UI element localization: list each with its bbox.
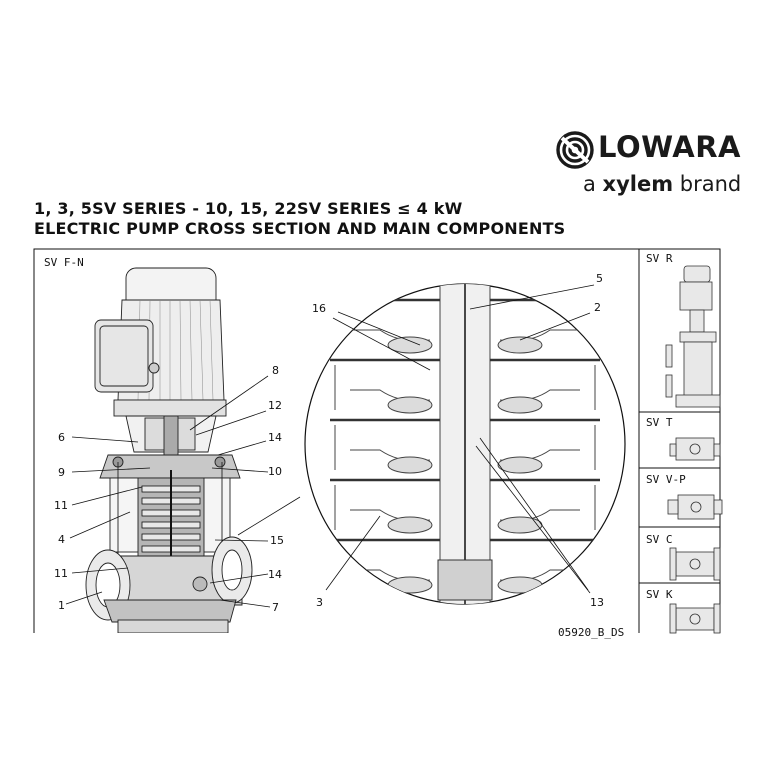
- brand-tagline: a xylem brand: [583, 172, 741, 196]
- callout-10: 10: [268, 465, 282, 478]
- callout-labels: 5 2 16 3 13 6 9 11 4 11 1 8 12 14 10 15 …: [54, 272, 604, 614]
- callout-5: 5: [596, 272, 603, 285]
- tagline-brand: xylem: [602, 172, 674, 196]
- callout-3: 3: [316, 596, 323, 609]
- callout-4: 4: [58, 533, 65, 546]
- variant-label-sv-k: SV K: [646, 588, 673, 601]
- callout-11-lower: 11: [54, 567, 68, 580]
- title-line-2: ELECTRIC PUMP CROSS SECTION AND MAIN COM…: [34, 219, 566, 238]
- variant-sv-t-drawing: [669, 437, 721, 461]
- callout-1: 1: [58, 599, 65, 612]
- callout-14-lower: 14: [268, 568, 282, 581]
- lowara-swirl-icon: [556, 131, 594, 169]
- magnified-detail: [304, 283, 626, 605]
- leader-lines: [65, 284, 595, 608]
- callout-12: 12: [268, 399, 282, 412]
- callout-8: 8: [272, 364, 279, 377]
- callout-9: 9: [58, 466, 65, 479]
- callout-15: 15: [270, 534, 284, 547]
- variant-sv-k-drawing: [669, 603, 721, 634]
- callout-7: 7: [272, 601, 279, 614]
- variant-sv-v-p-drawing: [667, 494, 723, 520]
- variant-panels: SV R SV T SV V-P SV C SV K: [646, 252, 723, 634]
- title-line-1: 1, 3, 5SV SERIES - 10, 15, 22SV SERIES ≤…: [34, 199, 463, 218]
- callout-16: 16: [312, 302, 326, 315]
- callout-14-upper: 14: [268, 431, 282, 444]
- callout-6: 6: [58, 431, 65, 444]
- main-view-label: SV F-N: [44, 256, 84, 269]
- callout-11-upper: 11: [54, 499, 68, 512]
- callout-2: 2: [594, 301, 601, 314]
- drawing-frame: [33, 248, 721, 633]
- tagline-prefix: a: [583, 172, 603, 196]
- variant-label-sv-v-p: SV V-P: [646, 473, 686, 486]
- variant-sv-r-drawing: [665, 265, 721, 408]
- tagline-suffix: brand: [673, 172, 742, 196]
- variant-label-sv-t: SV T: [646, 416, 673, 429]
- callout-13: 13: [590, 596, 604, 609]
- lowara-logo: [556, 131, 594, 169]
- drawing-code: 05920_B_DS: [558, 626, 624, 639]
- pump-cross-section: [85, 267, 253, 633]
- brand-name: LOWARA: [598, 130, 742, 164]
- variant-sv-c-drawing: [669, 547, 721, 581]
- variant-label-sv-r: SV R: [646, 252, 673, 265]
- variant-label-sv-c: SV C: [646, 533, 673, 546]
